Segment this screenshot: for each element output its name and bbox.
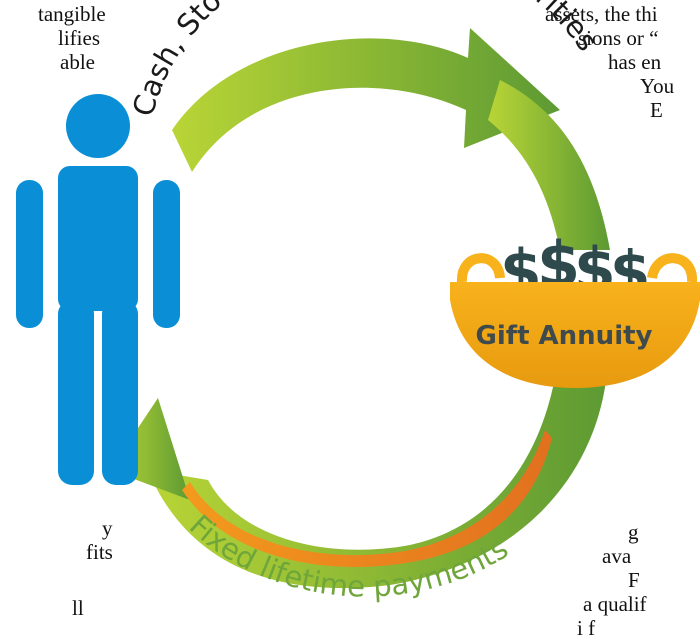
person-left-leg [58,300,94,485]
bg-text-left-2: lifies [58,26,100,50]
bg-text-left-6: ll [72,596,84,620]
bg-text-right-3: has en [608,50,662,74]
bg-text-right-6: g [628,520,639,544]
bg-text-right-8: F [628,568,640,592]
bowl-body [450,282,700,388]
gift-annuity-bowl: Gift Annuity [450,253,700,388]
bowl-handle-right [647,253,697,283]
bg-text-left-5: fits [86,540,113,564]
bg-text-left-3: able [60,50,95,74]
bg-text-left-1: tangible [38,2,106,26]
bowl-label: Gift Annuity [476,321,653,351]
person-head [66,94,130,158]
person-figure [16,94,180,485]
person-left-arm [16,180,43,328]
bg-text-right-5: E [650,98,663,122]
top-flow-arrow [172,28,560,172]
bg-text-right-7: ava [602,544,632,568]
bowl-handle-left [457,253,505,283]
bg-text-right-4: You [640,74,675,98]
person-right-leg [102,300,138,485]
bg-text-right-2: sions or “ [578,26,659,50]
bg-text-right-1: assets, the thi [545,2,658,26]
person-torso [58,166,138,311]
bg-text-left-4: y [102,516,113,540]
bg-text-right-9: a qualif [583,592,647,616]
top-flow-arrow-tail [488,80,610,250]
bottom-flow-orange-band [182,430,552,567]
person-right-arm [153,180,180,328]
gift-annuity-diagram: $ $ $ $ Gift Annuity Cash, Stocks, Bonds… [16,0,700,604]
